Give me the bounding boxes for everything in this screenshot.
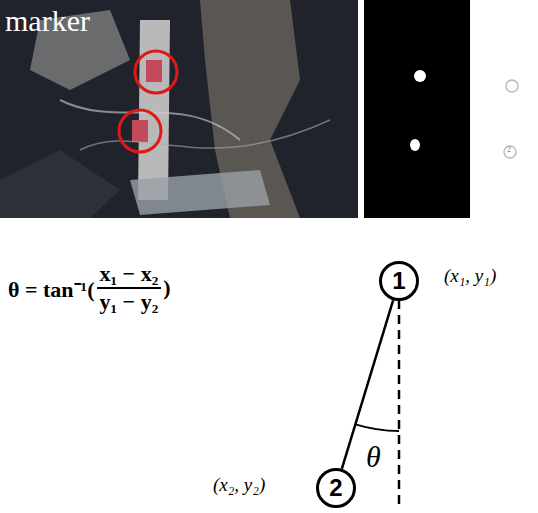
coordinate-label: (x₁, y₁) <box>444 266 496 287</box>
formula-denominator: y₁ − y₂ <box>97 289 162 314</box>
formula-text: ) <box>163 275 170 301</box>
formula-numerator: x₁ − x₂ <box>97 262 162 289</box>
point-number: 2 <box>329 476 342 500</box>
angle-formula: θ = tan⁻¹(x₁ − x₂y₁ − y₂) <box>8 262 171 314</box>
formula-fraction: x₁ − x₂y₁ − y₂ <box>97 262 162 314</box>
faint-number: 2 <box>507 146 511 155</box>
formula-text: θ = tan⁻¹( <box>8 273 95 303</box>
coordinate-label: (x₂, y₂) <box>213 475 265 496</box>
point-circle: 2 <box>316 468 356 508</box>
point-circle: 1 <box>379 261 419 301</box>
point-number: 1 <box>392 269 405 293</box>
angle-label: θ <box>366 440 381 473</box>
photo-label: marker <box>5 6 90 36</box>
